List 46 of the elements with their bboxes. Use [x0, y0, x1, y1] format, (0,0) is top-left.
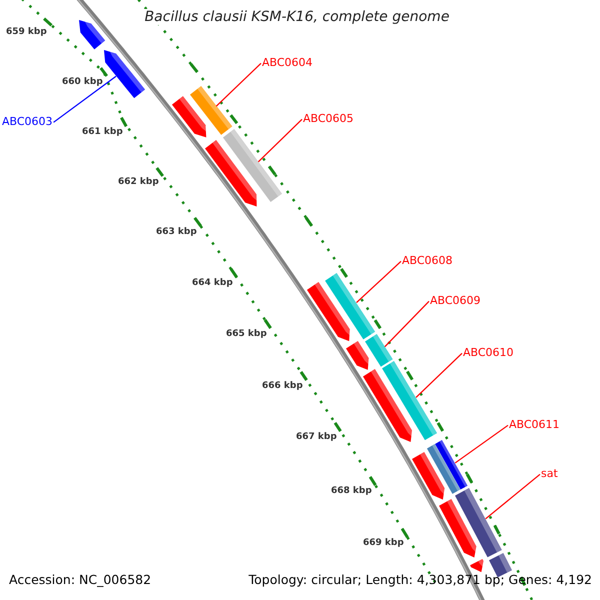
gene-label: ABC0604 — [262, 57, 313, 70]
scale-label: 666 kbp — [262, 381, 303, 392]
leader-line — [485, 474, 540, 520]
gene-feature — [363, 368, 412, 442]
gene-label: ABC0605 — [303, 113, 354, 126]
gene-feature — [438, 498, 476, 558]
leader-line — [416, 352, 462, 398]
scale-label: 668 kbp — [331, 486, 372, 496]
footer-note: Accession: NC_006582 — [9, 573, 152, 588]
gene-label: ABC0609 — [430, 295, 481, 308]
gene-feature — [325, 273, 376, 340]
scale-label: 662 kbp — [118, 177, 159, 188]
leader-line — [53, 76, 116, 123]
gene-feature — [104, 50, 145, 98]
leader-line — [258, 118, 302, 162]
gene-label: sat — [541, 468, 558, 481]
scale-label: 661 kbp — [82, 127, 123, 138]
gene-feature — [172, 96, 206, 138]
gene-label: ABC0608 — [402, 255, 453, 268]
gene-feature — [435, 440, 468, 490]
gene-feature — [307, 282, 350, 342]
scale-label: 664 kbp — [192, 278, 233, 288]
gene-label: ABC0603 — [2, 116, 53, 129]
scale-label: 663 kbp — [156, 227, 197, 238]
gene-feature — [454, 488, 502, 558]
gene-label: ABC0610 — [463, 347, 514, 360]
gene-feature — [412, 452, 446, 500]
scale-label: 669 kbp — [363, 538, 404, 548]
leader-line — [384, 300, 430, 348]
gene-feature — [427, 444, 460, 494]
scale-label: 659 kbp — [6, 27, 47, 38]
gene-feature — [382, 361, 438, 441]
gene-feature — [346, 340, 368, 370]
gene-feature — [222, 129, 282, 202]
leader-line — [356, 260, 402, 304]
gene-feature — [190, 86, 232, 135]
gene-feature — [365, 334, 393, 367]
leader-line — [454, 424, 508, 464]
gene-feature — [78, 20, 105, 50]
gene-feature — [205, 140, 258, 206]
gene-feature — [470, 559, 484, 573]
gene-label: ABC0611 — [509, 419, 560, 432]
scale-label: 667 kbp — [296, 432, 337, 442]
leader-line — [216, 62, 262, 107]
scale-label: 665 kbp — [226, 329, 267, 340]
scale-label: 660 kbp — [62, 77, 103, 88]
